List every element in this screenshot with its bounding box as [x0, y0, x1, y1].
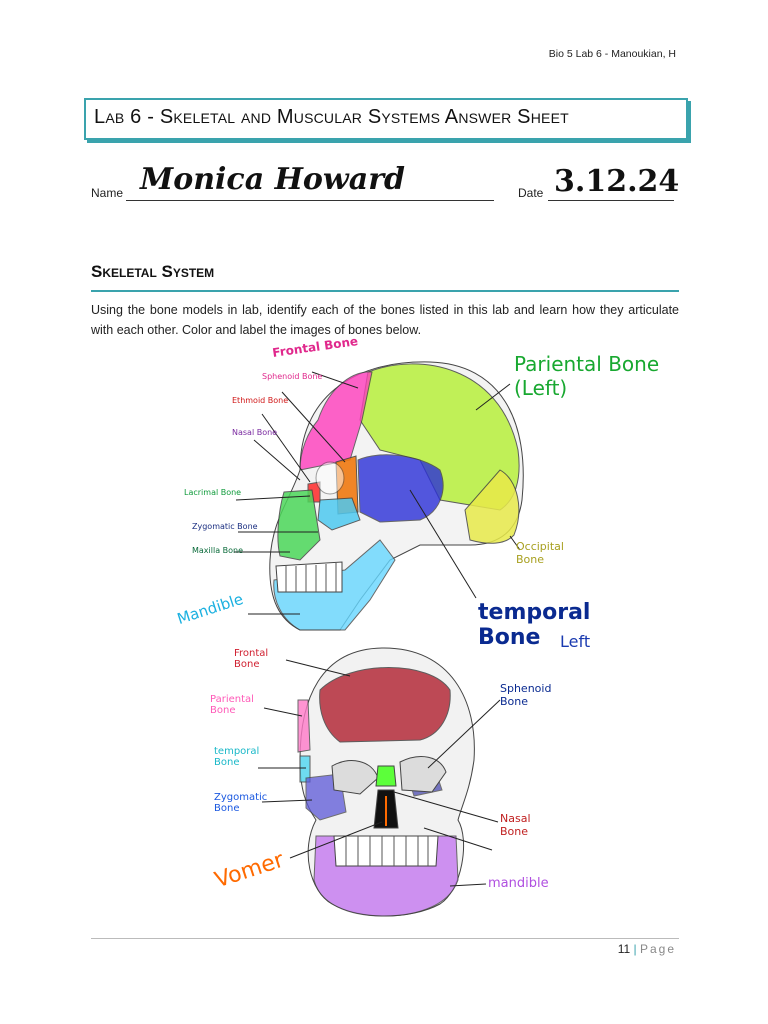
lateral-skull	[269, 361, 524, 631]
date-line	[548, 200, 674, 201]
label-lateral-sphenoid: Sphenoid Bone	[262, 372, 323, 381]
page-footer: 11 | Page	[618, 942, 676, 956]
title-box: Lab 6 - Skeletal and Muscular Systems An…	[84, 98, 688, 140]
label-lateral-parietal: Pariental Bone (Left)	[514, 352, 660, 400]
name-value: Monica Howard	[140, 162, 405, 197]
label-anterior-mandible: mandible	[488, 876, 549, 891]
page-number: 11	[617, 942, 631, 956]
date-label: Date	[518, 186, 544, 200]
label-anterior-sphenoid: Sphenoid Bone	[500, 682, 552, 708]
label-anterior-temporal: temporal Bone	[214, 746, 260, 768]
label-anterior-zygomatic: Zygomatic Bone	[214, 792, 268, 814]
footer-rule	[91, 938, 679, 939]
label-lateral-ethmoid: Ethmoid Bone	[232, 396, 289, 405]
date-value: 3.12.24	[554, 164, 680, 199]
label-lateral-maxilla: Maxilla Bone	[192, 546, 244, 555]
footer-separator: |	[633, 942, 637, 956]
label-lateral-temporal: temporal Bone	[478, 600, 591, 650]
anterior-skull	[297, 647, 475, 917]
label-anterior-nasal: Nasal Bone	[500, 812, 531, 838]
name-label: Name	[91, 186, 124, 200]
section-rule	[91, 290, 679, 292]
section-intro: Using the bone models in lab, identify e…	[91, 303, 679, 337]
label-lateral-temporal-left: Left	[560, 632, 591, 651]
page-title: Lab 6 - Skeletal and Muscular Systems An…	[94, 106, 569, 128]
anterior-leaders	[258, 659, 501, 887]
page-word: Page	[639, 942, 676, 956]
label-lateral-nasal: Nasal Bone	[232, 428, 278, 437]
lateral-leaders	[234, 371, 521, 615]
course-header: Bio 5 Lab 6 - Manoukian, H	[548, 48, 676, 60]
section-heading: Skeletal System	[91, 262, 215, 281]
label-anterior-parietal: Pariental Bone	[210, 694, 254, 716]
label-lateral-lacrimal: Lacrimal Bone	[184, 488, 242, 497]
name-line	[126, 200, 494, 201]
label-lateral-zygomatic: Zygomatic Bone	[192, 522, 258, 531]
label-anterior-frontal: Frontal Bone	[234, 648, 269, 670]
label-lateral-occipital: Occipital Bone	[516, 540, 564, 566]
